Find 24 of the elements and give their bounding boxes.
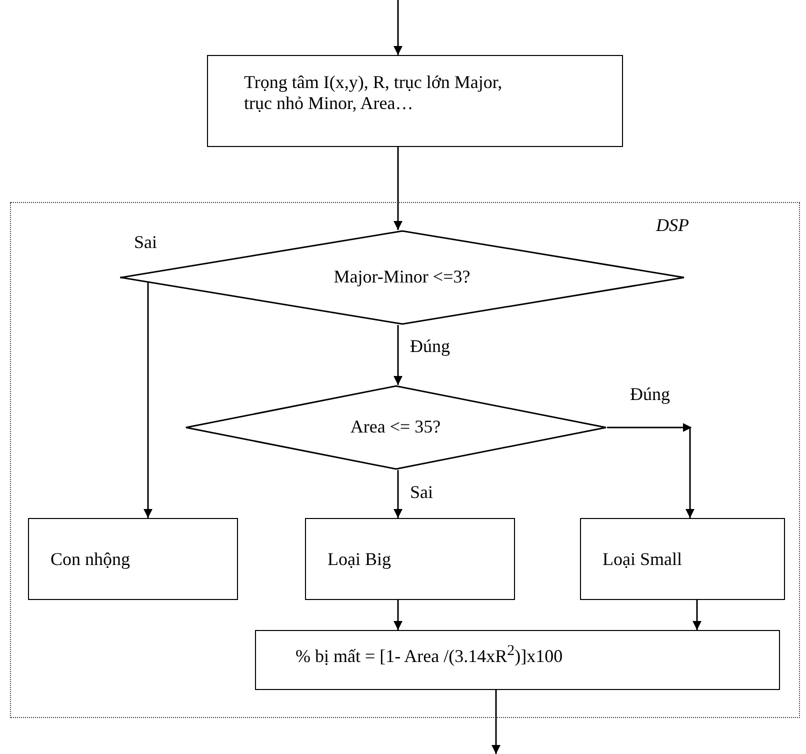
decision-diamond — [120, 230, 684, 324]
arrow — [692, 600, 702, 630]
process-box — [580, 518, 784, 600]
arrow — [492, 690, 500, 754]
node-label: Trọng tâm I(x,y), R, trục lớn Major, trục nhỏ Minor, Area… — [244, 72, 504, 114]
arrow — [394, 325, 402, 385]
node-label: Area <= 35? — [350, 416, 441, 438]
node-label: % bị mất = [1- Area /(3.14xR$^{2}$)]x100 — [296, 642, 563, 666]
decision-diamond — [184, 384, 606, 470]
process-box — [304, 518, 514, 600]
process-box — [207, 55, 623, 147]
process-box — [254, 630, 780, 690]
node-label: Major-Minor <=3? — [334, 266, 470, 288]
process-box — [28, 518, 238, 600]
arrow — [394, 147, 402, 230]
node-label: Con nhộng — [50, 548, 130, 570]
node-label: Loại Small — [602, 548, 682, 570]
arrow — [394, 600, 402, 630]
arrow — [607, 423, 694, 518]
arrow — [394, 0, 402, 55]
region-label: DSP — [656, 215, 689, 236]
dsp-region — [10, 202, 800, 718]
node-label: Loại Big — [328, 548, 391, 570]
arrow — [394, 470, 402, 518]
